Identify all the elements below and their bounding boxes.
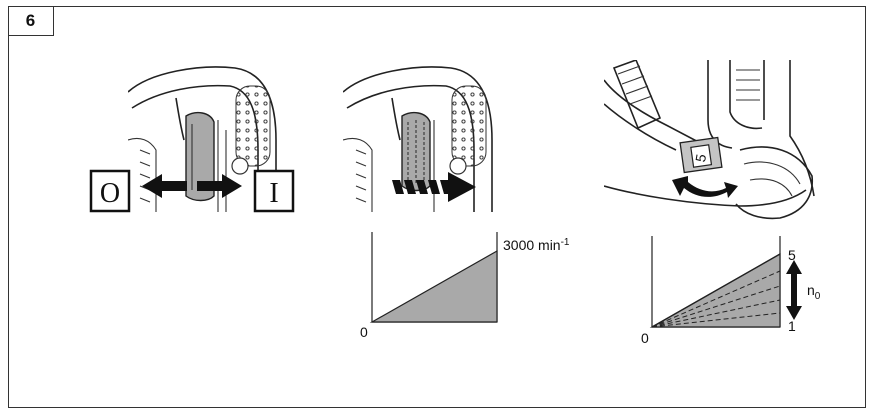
panel-on-off-switch [128, 66, 277, 212]
tool-housing-outline [128, 66, 277, 212]
panel-variable-speed [343, 66, 493, 212]
dotted-grip-panel [235, 85, 271, 167]
arrow-right [197, 174, 242, 198]
on-symbol-box: I [253, 169, 295, 213]
arrow-left [142, 174, 187, 198]
off-symbol-box: O [89, 169, 131, 213]
speed-arrow [392, 172, 476, 202]
preselection-graph: 0 5 1 n0 [641, 236, 821, 346]
on-symbol: I [269, 178, 278, 209]
wheel-digit: 5 [692, 153, 709, 164]
speed-label: n0 [807, 282, 821, 302]
graph-origin-label: 0 [360, 324, 368, 340]
figure-number: 6 [8, 6, 54, 36]
off-symbol: O [100, 178, 120, 209]
graph-bottom-label: 1 [788, 318, 796, 334]
graph-origin-label: 0 [641, 330, 649, 346]
speed-graph: 0 3000 min-1 [360, 232, 570, 340]
graph-max-speed-label: 3000 min-1 [503, 237, 570, 253]
speed-ramp [369, 249, 498, 323]
switch-slider [185, 111, 215, 202]
wheel-rotation-arrow [672, 176, 738, 198]
panel-speed-wheel: 5 [604, 60, 815, 220]
lock-button [231, 157, 249, 175]
speed-wheel: 5 [679, 136, 723, 174]
figure-frame [8, 6, 866, 408]
graph-top-label: 5 [788, 247, 796, 263]
range-double-arrow [786, 260, 802, 320]
